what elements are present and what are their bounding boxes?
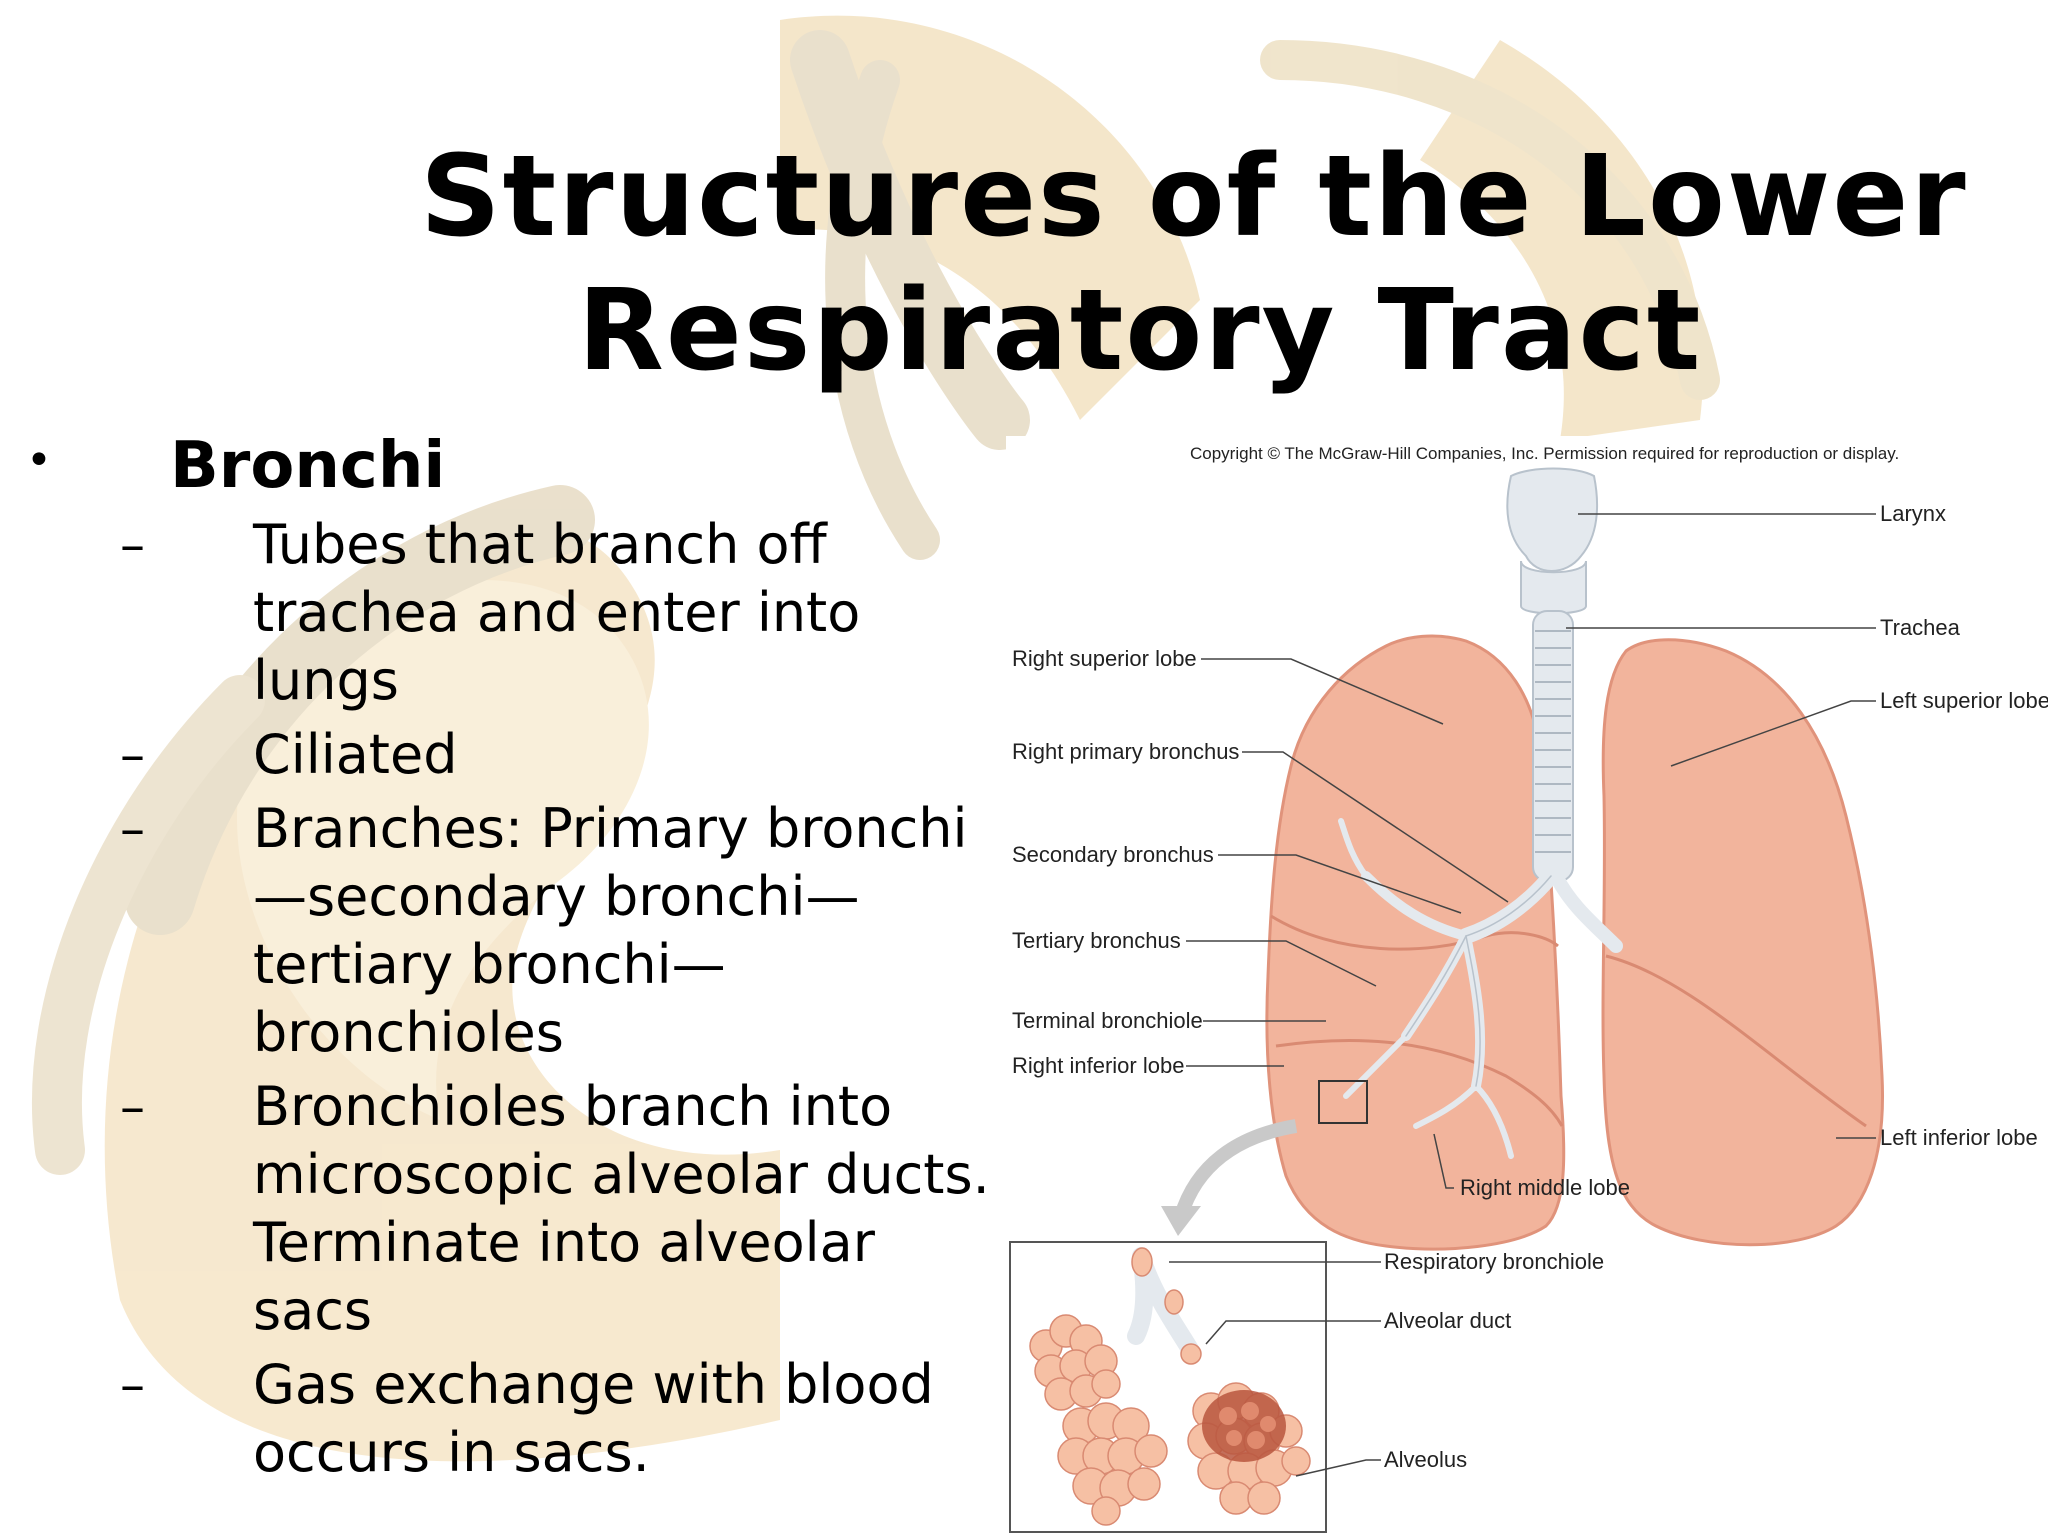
sub-bullet-marker: – xyxy=(120,1078,145,1136)
label-tertiary-bronchus: Tertiary bronchus xyxy=(1012,928,1181,953)
right-lung-fissure xyxy=(1270,914,1559,951)
right-lung-fissure xyxy=(1275,1038,1564,1127)
alveolar-sac-cutaway xyxy=(1202,1390,1286,1462)
sub-bullet-marker: – xyxy=(120,726,145,784)
label-right-inferior-lobe: Right inferior lobe xyxy=(1012,1053,1185,1078)
sub-bullet-line: Gas exchange with blood xyxy=(253,1353,934,1416)
left-lung-fissure xyxy=(1605,954,1867,1128)
magnify-arrow xyxy=(1174,1119,1298,1219)
right-lung-shape xyxy=(1265,634,1566,1251)
label-right-middle-lobe: Right middle lobe xyxy=(1460,1175,1630,1200)
sub-bullet-line: occurs in sacs. xyxy=(253,1421,650,1484)
larynx-shape xyxy=(1506,467,1599,572)
sub-bullet-marker: – xyxy=(120,516,145,574)
label-right-primary-bronchus: Right primary bronchus xyxy=(1012,739,1240,764)
label-terminal-bronchiole: Terminal bronchiole xyxy=(1012,1008,1203,1033)
label-trachea: Trachea xyxy=(1880,615,1960,640)
sub-bullet-line: tertiary bronchi— xyxy=(253,933,726,996)
sub-bullet-text: Gas exchange with blood occurs in sacs. xyxy=(253,1351,983,1487)
sub-bullet-text: Bronchioles branch into microscopic alve… xyxy=(253,1073,990,1345)
lung-illustration xyxy=(1009,467,1884,1533)
sub-bullet-line: Tubes that branch off xyxy=(253,513,827,576)
sub-bullet-text: Tubes that branch off trachea and enter … xyxy=(253,511,983,715)
label-respiratory-bronchiole: Respiratory bronchiole xyxy=(1384,1249,1605,1274)
bullet-list: • Bronchi – Tubes that branch off trache… xyxy=(0,425,1000,1487)
sub-bullet-text: Branches: Primary bronchi —secondary bro… xyxy=(253,795,983,1067)
sub-bullet-marker: – xyxy=(120,800,145,858)
sub-bullet: – Tubes that branch off trachea and ente… xyxy=(0,511,1000,715)
sub-bullet: – Bronchioles branch into microscopic al… xyxy=(0,1073,1000,1345)
label-alveolus: Alveolus xyxy=(1384,1447,1468,1472)
left-lung-shape xyxy=(1601,638,1884,1247)
bullet-bronchi: • Bronchi xyxy=(0,425,1000,505)
sub-bullet-marker: – xyxy=(120,1356,145,1414)
trachea-shape xyxy=(1532,610,1574,882)
title-line-1: Structures of the Lower xyxy=(420,132,1968,262)
label-secondary-bronchus: Secondary bronchus xyxy=(1012,842,1214,867)
sub-bullet-text: Ciliated xyxy=(253,721,983,789)
sub-bullet-line: —secondary bronchi— xyxy=(253,865,860,928)
sub-bullet-line: trachea and enter into xyxy=(253,581,861,644)
sub-bullet-line: Bronchioles branch into xyxy=(253,1075,893,1138)
slide-title: Structures of the Lower Respiratory Trac… xyxy=(420,130,1968,398)
sub-bullet-line: Terminate into alveolar xyxy=(253,1211,875,1274)
label-right-superior-lobe: Right superior lobe xyxy=(1012,646,1197,671)
title-line-2: Respiratory Tract xyxy=(577,266,1703,396)
label-alveolar-duct: Alveolar duct xyxy=(1384,1308,1512,1333)
sub-bullet-line: Branches: Primary bronchi xyxy=(253,797,968,860)
sub-bullet-line: microscopic alveolar ducts. xyxy=(253,1143,990,1206)
sub-bullet-line: Ciliated xyxy=(253,723,458,786)
bullet-heading: Bronchi xyxy=(170,429,446,503)
sub-bullet-line: bronchioles xyxy=(253,1001,564,1064)
sub-bullet: – Branches: Primary bronchi —secondary b… xyxy=(0,795,1000,1067)
sub-bullet-line: sacs xyxy=(253,1279,373,1342)
sub-bullet: – Gas exchange with blood occurs in sacs… xyxy=(0,1351,1000,1487)
label-left-superior-lobe: Left superior lobe xyxy=(1880,688,2048,713)
label-larynx: Larynx xyxy=(1880,501,1947,526)
copyright-notice: Copyright © The McGraw-Hill Companies, I… xyxy=(1190,444,1900,463)
respiratory-diagram: Copyright © The McGraw-Hill Companies, I… xyxy=(1006,436,2048,1536)
bullet-marker: • xyxy=(26,435,52,486)
sub-bullet-line: lungs xyxy=(253,649,399,712)
label-left-inferior-lobe: Left inferior lobe xyxy=(1880,1125,2038,1150)
sub-bullet: – Ciliated xyxy=(0,721,1000,789)
magnified-area-box xyxy=(1318,1080,1368,1124)
